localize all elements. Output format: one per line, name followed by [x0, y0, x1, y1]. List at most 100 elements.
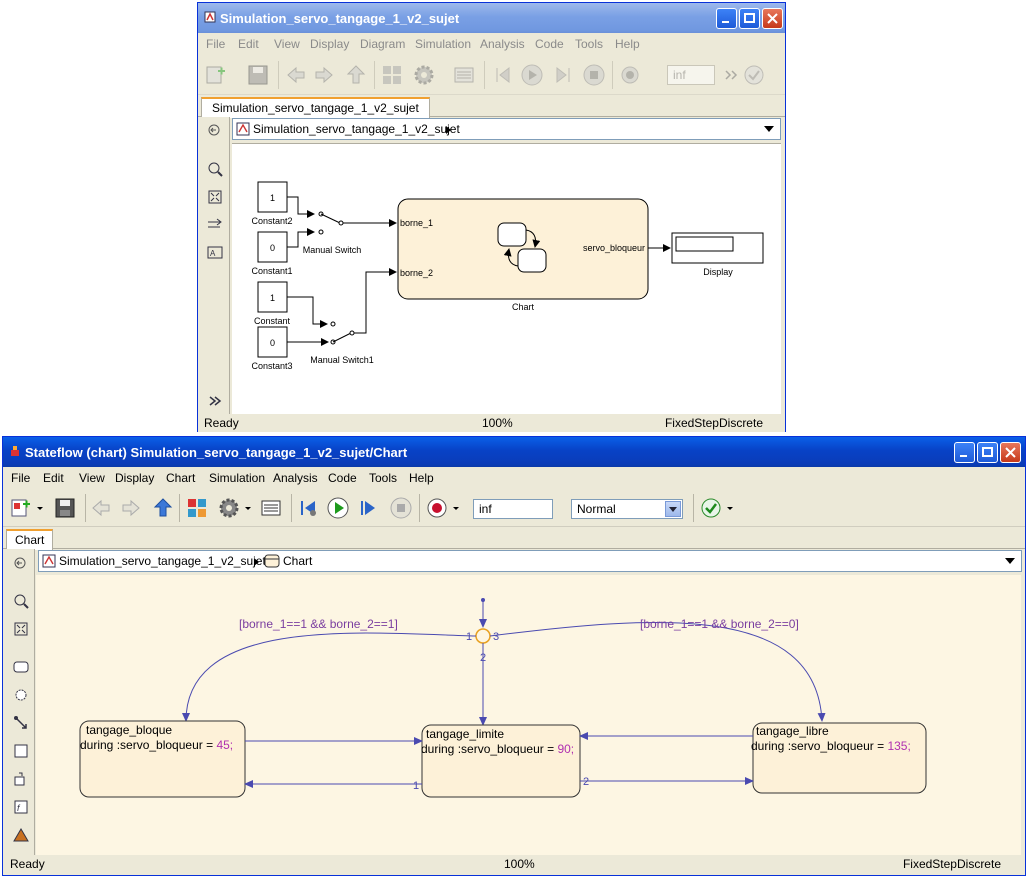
menu-tools[interactable]: Tools [369, 471, 398, 485]
step-back-button[interactable] [492, 63, 516, 87]
step-forward-button[interactable] [550, 63, 574, 87]
stop-time-field[interactable]: inf [667, 65, 715, 85]
settings-button[interactable] [412, 63, 436, 87]
menu-file[interactable]: File [11, 471, 31, 485]
condition-label-left[interactable]: [borne_1==1 && borne_2==1] [239, 617, 398, 631]
save-button[interactable] [246, 63, 270, 87]
simulation-mode-dropdown[interactable] [665, 501, 681, 517]
state-tangage-libre[interactable]: tangage_libre during :servo_bloqueur = 1… [751, 722, 927, 794]
junction-tool-icon[interactable] [13, 687, 29, 703]
menu-code[interactable]: Code [535, 37, 564, 51]
menu-view[interactable]: View [274, 37, 300, 51]
step-forward-button[interactable] [357, 496, 381, 520]
menu-help[interactable]: Help [409, 471, 434, 485]
stop-button[interactable] [389, 496, 413, 520]
condition-label-right[interactable]: [borne_1==1 && borne_2==0] [640, 617, 799, 631]
stateflow-titlebar[interactable]: Stateflow (chart) Simulation_servo_tanga… [3, 437, 1025, 467]
menu-analysis[interactable]: Analysis [480, 37, 525, 51]
forward-button[interactable] [119, 496, 143, 520]
close-button[interactable] [1000, 442, 1021, 463]
simulink-function-icon[interactable] [13, 771, 29, 787]
up-button[interactable] [344, 63, 368, 87]
simulation-mode-select[interactable]: Normal [571, 499, 683, 519]
breadcrumb-model[interactable]: Simulation_servo_tangage_1_v2_sujet [253, 122, 460, 136]
breadcrumb-model[interactable]: Simulation_servo_tangage_1_v2_sujet [59, 554, 266, 568]
record-button[interactable] [618, 63, 642, 87]
stop-time-field[interactable]: inf [473, 499, 553, 519]
state-tangage-limite[interactable]: tangage_limite during :servo_bloqueur = … [421, 724, 581, 798]
tab-simulink-model[interactable]: Simulation_servo_tangage_1_v2_sujet [201, 97, 430, 118]
maximize-button[interactable] [739, 8, 760, 29]
breadcrumb-chart[interactable]: Chart [283, 554, 313, 568]
menu-file[interactable]: File [206, 37, 226, 51]
box-tool-icon[interactable] [13, 743, 29, 759]
run-button[interactable] [520, 63, 544, 87]
constant-block[interactable]: 1 Constant [254, 281, 291, 326]
default-transition-icon[interactable] [13, 715, 29, 731]
transition-to-libre[interactable] [489, 621, 826, 722]
truth-table-icon[interactable]: f [13, 799, 29, 815]
stateflow-address-bar[interactable]: Simulation_servo_tangage_1_v2_sujet Char… [38, 550, 1022, 572]
matlab-function-icon[interactable] [13, 827, 29, 843]
check-dropdown[interactable] [725, 496, 735, 520]
menu-help[interactable]: Help [615, 37, 640, 51]
menu-view[interactable]: View [79, 471, 105, 485]
maximize-button[interactable] [977, 442, 998, 463]
minimize-button[interactable] [954, 442, 975, 463]
zoom-icon[interactable] [207, 161, 223, 177]
step-back-button[interactable] [297, 496, 321, 520]
new-model-button[interactable] [204, 63, 228, 87]
save-button[interactable] [53, 496, 77, 520]
manual-switch1-block[interactable]: Manual Switch1 [310, 321, 374, 365]
minimize-button[interactable] [716, 8, 737, 29]
manual-switch-block[interactable]: Manual Switch [303, 211, 362, 255]
constant2-block[interactable]: 1 Constant2 [251, 181, 293, 226]
run-button[interactable] [326, 496, 350, 520]
fit-view-icon[interactable] [13, 621, 29, 637]
menu-edit[interactable]: Edit [43, 471, 64, 485]
menu-code[interactable]: Code [328, 471, 357, 485]
menu-tools[interactable]: Tools [575, 37, 604, 51]
up-button[interactable] [151, 496, 175, 520]
menu-display[interactable]: Display [115, 471, 155, 485]
chevron-down-icon[interactable] [1005, 558, 1015, 566]
stateflow-canvas[interactable]: 1 3 2 [borne_1==1 && borne_2==1] [borne_… [36, 575, 1021, 855]
simulink-address-bar[interactable]: Simulation_servo_tangage_1_v2_sujet [232, 118, 781, 140]
library-browser-button[interactable] [185, 496, 209, 520]
simulink-titlebar[interactable]: Simulation_servo_tangage_1_v2_sujet [198, 3, 785, 33]
hide-browser-icon[interactable] [13, 556, 27, 570]
check-button[interactable] [742, 63, 766, 87]
library-browser-button[interactable] [380, 63, 404, 87]
menu-simulation[interactable]: Simulation [209, 471, 266, 485]
simulink-canvas[interactable]: 1 Constant2 0 Constant1 1 Constant 0 Con… [232, 143, 781, 414]
settings-dropdown[interactable] [243, 496, 253, 520]
signal-arrow-icon[interactable] [207, 217, 223, 233]
forward-button[interactable] [312, 63, 336, 87]
new-model-button[interactable] [9, 496, 33, 520]
menu-diagram[interactable]: Diagram [360, 37, 406, 51]
zoom-icon[interactable] [13, 593, 29, 609]
menu-analysis[interactable]: Analysis [273, 471, 318, 485]
new-model-dropdown[interactable] [35, 496, 45, 520]
record-dropdown[interactable] [451, 496, 461, 520]
annotation-icon[interactable]: A [207, 245, 223, 261]
menu-chart[interactable]: Chart [166, 471, 196, 485]
stop-button[interactable] [582, 63, 606, 87]
hide-browser-icon[interactable] [207, 123, 221, 137]
state-tool-icon[interactable] [13, 659, 29, 675]
display-block[interactable]: Display [671, 232, 764, 277]
chevron-down-icon[interactable] [764, 126, 774, 134]
back-button[interactable] [284, 63, 308, 87]
expand-palette-icon[interactable] [207, 393, 223, 409]
model-explorer-button[interactable] [452, 63, 476, 87]
constant3-block[interactable]: 0 Constant3 [251, 326, 293, 371]
constant1-block[interactable]: 0 Constant1 [251, 231, 293, 276]
close-button[interactable] [762, 8, 783, 29]
chart-block[interactable]: borne_1 borne_2 servo_bloqueur Chart [397, 198, 649, 312]
menu-display[interactable]: Display [310, 37, 350, 51]
transition-to-bloque[interactable] [182, 632, 477, 722]
menu-edit[interactable]: Edit [238, 37, 259, 51]
record-button[interactable] [425, 496, 449, 520]
back-button[interactable] [89, 496, 113, 520]
settings-button[interactable] [217, 496, 241, 520]
